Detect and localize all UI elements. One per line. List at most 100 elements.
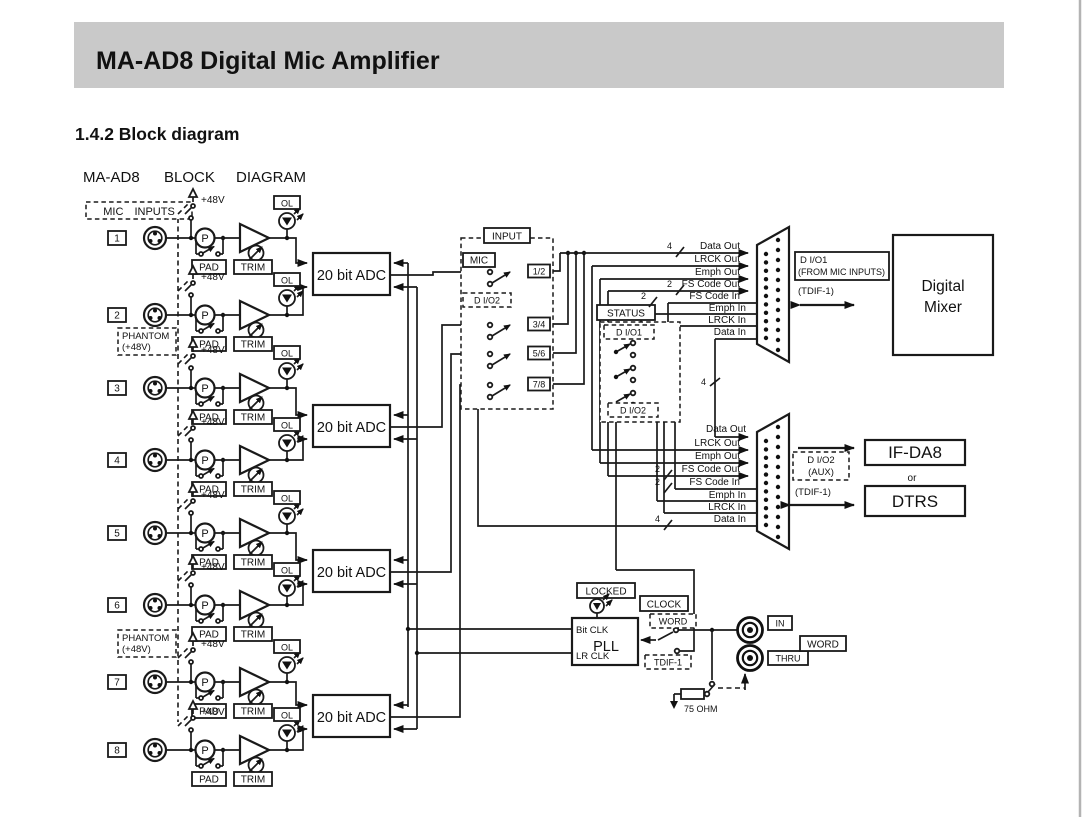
pad-stage: P bbox=[194, 227, 226, 257]
conn1-lrck-in: LRCK In bbox=[708, 315, 746, 326]
tdif-source-box bbox=[644, 654, 692, 670]
dio2-select-label: D I/O2 bbox=[474, 296, 500, 306]
conn2-fs-code-in: FS Code In bbox=[689, 477, 740, 488]
conn1-fs-code-in: FS Code In bbox=[689, 291, 740, 302]
amp-trim-stage bbox=[238, 517, 272, 557]
trim-label: TRIM bbox=[241, 263, 265, 274]
trim-label: TRIM bbox=[241, 558, 265, 569]
conn2-lrck-in: LRCK In bbox=[708, 502, 746, 513]
phantom-switch bbox=[184, 408, 199, 463]
ol-label: OL bbox=[281, 421, 293, 431]
amp-trim-stage bbox=[238, 372, 272, 412]
connector-pin bbox=[763, 447, 769, 452]
tdif-connector-2 bbox=[755, 412, 791, 551]
overload-led: OL bbox=[273, 195, 304, 241]
pad-stage: P bbox=[194, 304, 226, 334]
trim-label-box bbox=[233, 409, 273, 425]
page-title: MA-AD8 Digital Mic Amplifier bbox=[96, 47, 440, 75]
channel-number-box bbox=[107, 742, 127, 758]
connector-pin bbox=[763, 285, 769, 290]
phantom-switch bbox=[184, 630, 199, 685]
dio2-port-desc: (AUX) bbox=[808, 467, 834, 478]
overload-led: OL bbox=[273, 707, 304, 753]
pad-stage: P bbox=[194, 739, 226, 769]
bnc-thru-icon bbox=[736, 644, 764, 672]
overload-led: OL bbox=[273, 639, 304, 685]
connector-pin bbox=[763, 497, 769, 502]
dio2-port-format: (TDIF-1) bbox=[795, 487, 831, 498]
connector-pin bbox=[775, 307, 781, 313]
trim-label-box bbox=[233, 336, 273, 352]
pair-7-8: 7/8 bbox=[533, 380, 546, 390]
mic-label: MIC bbox=[470, 256, 488, 267]
status-dio2: D I/O2 bbox=[620, 406, 646, 416]
ol-label-box bbox=[273, 490, 301, 505]
tdif-connector-1 bbox=[755, 225, 791, 364]
overload-led: OL bbox=[273, 345, 304, 391]
connector-pin bbox=[763, 464, 769, 469]
adc-blocks: 20 bit ADC 20 bit ADC 20 bit ADC 20 bit … bbox=[311, 251, 392, 739]
preamp-label: P bbox=[201, 310, 208, 322]
digital-mixer: Digital Mixer bbox=[891, 233, 995, 357]
channel-number: 6 bbox=[114, 601, 120, 612]
mic-inputs-label: MIC INPUTS bbox=[103, 206, 175, 218]
svg-text:PHANTOM: PHANTOM bbox=[122, 633, 169, 644]
channel-5: 5 +48V P bbox=[107, 481, 304, 570]
channel-number: 3 bbox=[114, 384, 120, 395]
pll-box bbox=[570, 616, 640, 667]
trim-label: TRIM bbox=[241, 413, 265, 424]
connector-pin bbox=[775, 297, 781, 303]
clock-section: Bit CLK PLL LR CLK LOCKED CLOCK WORD TDI… bbox=[570, 582, 697, 670]
diagram-caption-1: MA-AD8 bbox=[83, 169, 140, 186]
trim-label-box bbox=[233, 703, 273, 719]
dio1-port-desc: (FROM MIC INPUTS) bbox=[798, 267, 885, 277]
connector-pin bbox=[775, 277, 781, 283]
phantom-label-2: PHANTOM (+48V) bbox=[117, 629, 177, 658]
connector-pin bbox=[763, 489, 769, 494]
locked-led-icon bbox=[589, 593, 613, 618]
channel-number-box bbox=[107, 597, 127, 613]
pad-label: PAD bbox=[199, 630, 219, 641]
phantom-voltage-label: +48V bbox=[201, 272, 225, 283]
connector-pin bbox=[763, 506, 769, 511]
digital-mixer-line1: Digital bbox=[921, 278, 964, 295]
xlr-connector-icon bbox=[142, 737, 168, 763]
connector-pin bbox=[775, 287, 781, 293]
dio1-port: D I/O1 (FROM MIC INPUTS) (TDIF-1) bbox=[790, 251, 890, 309]
connector-pin bbox=[763, 310, 769, 315]
preamp-label: P bbox=[201, 383, 208, 395]
conn1-fs-in-bus: 2 bbox=[641, 291, 646, 301]
connector-pin bbox=[763, 260, 769, 265]
connector-pin bbox=[775, 484, 781, 490]
word-label: WORD bbox=[807, 640, 839, 651]
status-dio2-box bbox=[607, 402, 659, 418]
word-source-label: WORD bbox=[659, 617, 688, 627]
in-label-box bbox=[767, 615, 793, 631]
channel-number-box bbox=[107, 307, 127, 323]
connector-pin bbox=[775, 494, 781, 500]
trim-label: TRIM bbox=[241, 485, 265, 496]
amp-trim-stage bbox=[238, 734, 272, 774]
connector-pin bbox=[775, 454, 781, 460]
phantom-voltage-label: +48V bbox=[201, 345, 225, 356]
status-dio1-box bbox=[603, 324, 655, 340]
dio2-select-label-box bbox=[462, 292, 512, 308]
connector-pin bbox=[763, 277, 769, 282]
channel-number-box bbox=[107, 230, 127, 246]
pad-label: PAD bbox=[199, 485, 219, 496]
conn1-fs-out-bus: 2 bbox=[667, 279, 672, 289]
mic-label-box bbox=[462, 252, 496, 268]
external-recorders: IF-DA8 or DTRS bbox=[863, 438, 967, 518]
phantom-branch bbox=[177, 647, 189, 659]
preamp-label: P bbox=[201, 455, 208, 467]
overload-led: OL bbox=[273, 490, 304, 536]
phantom-switch bbox=[184, 481, 199, 536]
xlr-connector-icon bbox=[142, 669, 168, 695]
connector-pin bbox=[763, 319, 769, 324]
trim-label: TRIM bbox=[241, 775, 265, 786]
channel-2: 2 +48V P bbox=[107, 263, 304, 352]
phantom-branch bbox=[177, 570, 189, 582]
connector-pin bbox=[775, 247, 781, 253]
preamp-label: P bbox=[201, 600, 208, 612]
